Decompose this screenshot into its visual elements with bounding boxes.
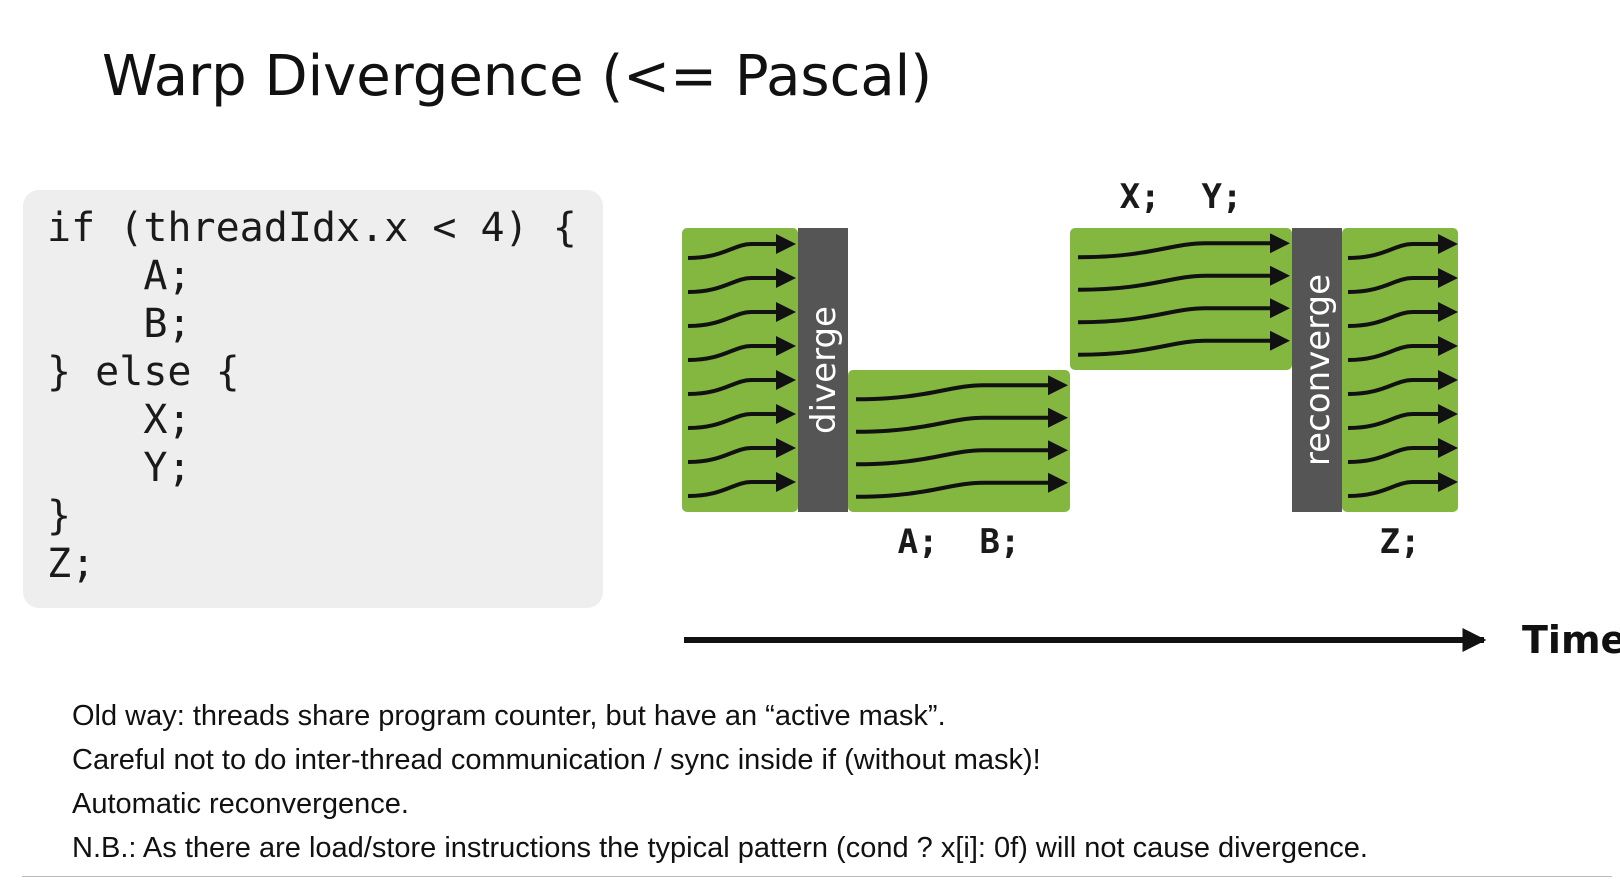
thread-arrow — [1077, 330, 1290, 357]
thread-arrow — [687, 268, 796, 294]
code-block: if (threadIdx.x < 4) { A; B; } else { X;… — [23, 190, 603, 608]
thread-arrow — [1347, 268, 1458, 294]
thread-arrow — [1347, 438, 1458, 464]
slide-title: Warp Divergence (<= Pascal) — [102, 44, 933, 109]
thread-arrow — [1077, 265, 1290, 292]
reconverge-label: reconverge — [1298, 274, 1338, 466]
thread-arrow — [687, 302, 796, 328]
block-after-reconverge — [1342, 228, 1458, 512]
label-xy: X; Y; — [1120, 177, 1243, 217]
thread-arrow — [1347, 336, 1458, 362]
thread-arrows-branch-xy — [1077, 233, 1290, 357]
code-line: X; — [47, 397, 192, 443]
reconverge-bar — [1292, 228, 1342, 512]
note-line: Old way: threads share program counter, … — [72, 700, 946, 732]
thread-arrow — [855, 440, 1068, 467]
thread-arrows-before — [687, 234, 796, 498]
notes-list: Old way: threads share program counter, … — [72, 694, 1612, 870]
thread-arrow — [855, 472, 1068, 499]
thread-arrow — [1347, 234, 1458, 260]
code-line: } — [47, 493, 72, 539]
diverge-bar — [798, 228, 848, 512]
code-line: Y; — [47, 445, 192, 491]
thread-arrow — [855, 375, 1068, 402]
warp-divergence-diagram: diverge reconverge X; Y; A; B; Z; Time — [682, 177, 1620, 662]
note-line: N.B.: As there are load/store instructio… — [72, 832, 1368, 864]
thread-arrow — [1347, 302, 1458, 328]
thread-arrow — [687, 404, 796, 430]
note-line: Careful not to do inter-thread communica… — [72, 744, 1041, 776]
thread-arrow — [1347, 404, 1458, 430]
thread-arrows-branch-ab — [855, 375, 1068, 499]
note-line: Automatic reconvergence. — [72, 788, 409, 820]
code-line: if (threadIdx.x < 4) { — [47, 205, 577, 251]
thread-arrow — [687, 336, 796, 362]
code-line: } else { — [47, 349, 240, 395]
thread-arrow — [855, 407, 1068, 434]
block-branch-ab — [848, 370, 1070, 512]
thread-arrow — [687, 234, 796, 260]
code-line: A; — [47, 253, 192, 299]
time-label: Time — [1522, 618, 1620, 662]
code-line: B; — [47, 301, 192, 347]
code-line: Z; — [47, 541, 96, 587]
block-branch-xy — [1070, 228, 1292, 370]
thread-arrow — [1347, 370, 1458, 396]
label-z: Z; — [1380, 522, 1421, 562]
thread-arrow — [1077, 233, 1290, 260]
bottom-divider — [22, 876, 1612, 877]
thread-arrow — [687, 370, 796, 396]
thread-arrow — [1347, 472, 1458, 498]
thread-arrow — [1077, 298, 1290, 325]
thread-arrows-after — [1347, 234, 1458, 498]
thread-arrow — [687, 438, 796, 464]
diverge-label: diverge — [804, 306, 844, 434]
label-ab: A; B; — [898, 522, 1021, 562]
thread-arrow — [687, 472, 796, 498]
block-before-diverge — [682, 228, 798, 512]
